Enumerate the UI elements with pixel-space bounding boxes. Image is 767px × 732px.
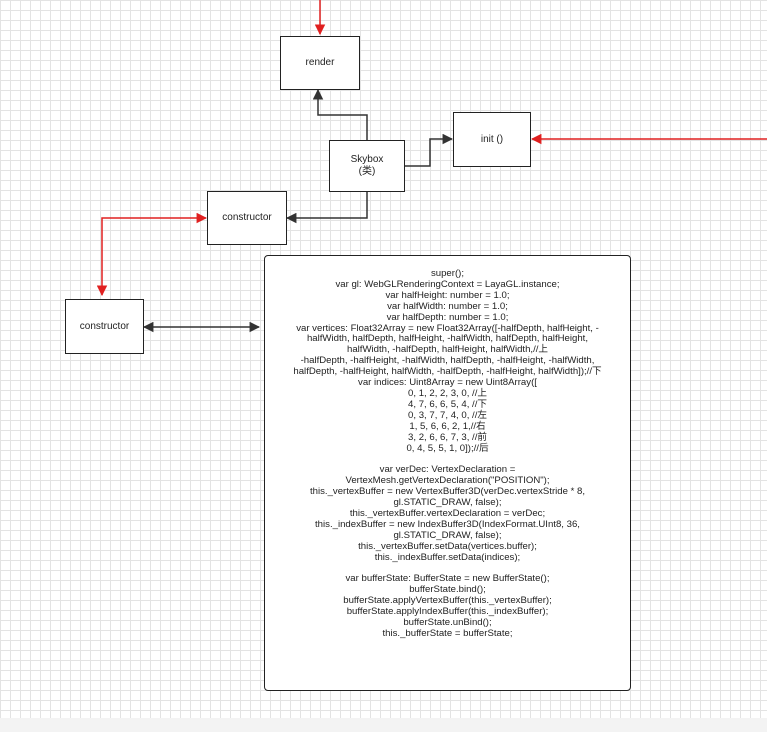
code-line: this._vertexBuffer.setData(vertices.buff…	[358, 540, 537, 552]
code-line: var gl: WebGLRenderingContext = LayaGL.i…	[335, 278, 560, 290]
skybox-node[interactable]: Skybox (类)	[329, 140, 405, 192]
code-line: var halfDepth: number = 1.0;	[386, 311, 509, 323]
code-line: this._vertexBuffer.vertexDeclaration = v…	[349, 507, 546, 519]
constructor-upper-label: constructor	[222, 212, 272, 223]
edge-skybox-to-init	[404, 133, 454, 167]
code-line: halfWidth, -halfDepth, halfHeight, halfW…	[346, 344, 549, 356]
code-line: -halfDepth, -halfHeight, -halfWidth, hal…	[300, 355, 595, 367]
code-line: bufferState.unBind();	[403, 617, 492, 628]
code-line: 0, 3, 7, 7, 4, 0, //左	[408, 409, 487, 421]
code-block[interactable]: super();var gl: WebGLRenderingContext = …	[264, 255, 631, 691]
code-line: this._bufferState = bufferState;	[382, 627, 513, 639]
edge-constructor-to-constructor	[96, 212, 208, 297]
code-line: bufferState.applyVertexBuffer(this._vert…	[343, 595, 552, 607]
code-line: 0, 4, 5, 5, 1, 0]);//后	[406, 442, 489, 454]
code-line: this._indexBuffer.setData(indices);	[374, 551, 521, 563]
render-node[interactable]: render	[280, 36, 360, 90]
code-line: var verDec: VertexDeclaration =	[379, 464, 516, 476]
code-line: var indices: Uint8Array = new Uint8Array…	[358, 377, 537, 389]
code-line: gl.STATIC_DRAW, false);	[393, 497, 502, 509]
code-line: var bufferState: BufferState = new Buffe…	[345, 573, 550, 585]
constructor-node-upper[interactable]: constructor	[207, 191, 287, 245]
code-line: halfDepth, -halfHeight, halfWidth, -half…	[293, 366, 602, 378]
code-line: 3, 2, 6, 6, 7, 3, //前	[408, 431, 487, 443]
code-line: var vertices: Float32Array = new Float32…	[296, 322, 599, 334]
constructor-lower-label: constructor	[79, 320, 130, 332]
canvas-bottom-strip	[0, 718, 767, 732]
code-line: this._vertexBuffer = new VertexBuffer3D(…	[309, 486, 586, 498]
code-line: 0, 1, 2, 2, 3, 0, //上	[408, 387, 487, 399]
code-line: super();	[430, 268, 465, 279]
skybox-sublabel: (类)	[358, 166, 376, 177]
init-node[interactable]: init ()	[453, 112, 531, 167]
code-line: bufferState.bind();	[409, 584, 486, 596]
init-label: init ()	[480, 133, 504, 145]
code-line: var halfWidth: number = 1.0;	[387, 300, 508, 312]
code-line: bufferState.applyIndexBuffer(this._index…	[346, 606, 549, 618]
edge-skybox-to-constructor	[285, 192, 368, 224]
code-line: var halfHeight: number = 1.0;	[385, 289, 510, 301]
code-line: gl.STATIC_DRAW, false);	[393, 529, 502, 541]
skybox-label: Skybox	[350, 154, 384, 165]
code-line: 4, 7, 6, 6, 5, 4, //下	[408, 398, 487, 410]
code-line: halfWidth, halfDepth, halfHeight, -halfW…	[306, 333, 589, 345]
edge-skybox-to-render	[312, 88, 368, 140]
code-line: VertexMesh.getVertexDeclaration("POSITIO…	[345, 475, 550, 487]
code-line: 1, 5, 6, 6, 2, 1,//右	[409, 420, 486, 432]
constructor-node-lower[interactable]: constructor	[65, 299, 144, 354]
render-label: render	[305, 57, 335, 68]
code-line: this._indexBuffer = new IndexBuffer3D(In…	[315, 518, 580, 530]
